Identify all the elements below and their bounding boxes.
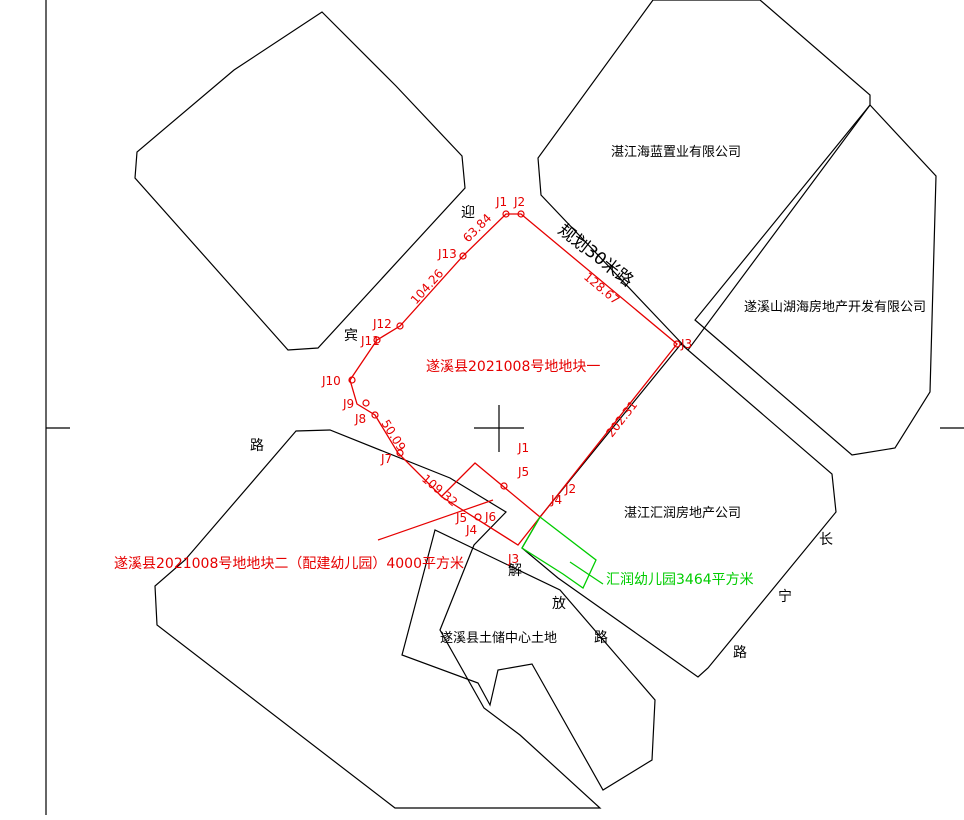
road-ying: 迎 bbox=[461, 205, 475, 221]
label-sub-j4b: J4 bbox=[465, 523, 477, 537]
block-haolan bbox=[537, 0, 871, 351]
vertex-j9 bbox=[362, 399, 370, 407]
company-shanhu-label: 遂溪山湖海房地产开发有限公司 bbox=[744, 299, 926, 315]
vertex-j1 bbox=[502, 210, 510, 218]
label-sub-j2: J2 bbox=[564, 482, 576, 496]
label-sub-j6: J6 bbox=[484, 510, 496, 524]
vertex-j7 bbox=[396, 449, 404, 457]
label-sub-j5b: J5 bbox=[455, 511, 467, 525]
block-land-reserve bbox=[401, 529, 656, 791]
label-sub-j4: J4 bbox=[550, 493, 562, 507]
vertex-j11 bbox=[373, 336, 381, 344]
sub-parcel-line bbox=[440, 462, 541, 518]
vertex-j3 bbox=[673, 340, 681, 348]
label-j7: J7 bbox=[380, 452, 392, 466]
label-j13: J13 bbox=[437, 247, 457, 261]
vertex-j13 bbox=[459, 252, 467, 260]
label-j12: J12 bbox=[372, 317, 392, 331]
kindergarten-green-boundary bbox=[521, 516, 597, 589]
label-j11: J11 bbox=[360, 334, 380, 348]
vertex-sub-j5 bbox=[500, 482, 508, 490]
green-leader-line bbox=[569, 561, 604, 585]
vertex-sub-j6 bbox=[474, 513, 482, 521]
road-jie: 解 bbox=[508, 563, 522, 579]
vertex-j10 bbox=[348, 376, 356, 384]
label-sub-j1: J1 bbox=[517, 441, 529, 455]
main-parcel-boundary bbox=[349, 213, 678, 546]
road-fang: 放 bbox=[552, 596, 566, 612]
block-kindergarten-parcel bbox=[154, 429, 602, 809]
vertex-j8 bbox=[371, 411, 379, 419]
kindergarten-leader-line bbox=[377, 499, 494, 541]
road-lu-left: 路 bbox=[250, 438, 264, 454]
road-ning: 宁 bbox=[778, 588, 792, 605]
dist-j8-j7: 50.09 bbox=[378, 417, 408, 454]
block-shanhu bbox=[694, 104, 937, 456]
label-j2: J2 bbox=[513, 195, 525, 209]
label-j9: J9 bbox=[342, 397, 354, 411]
block-top-left bbox=[134, 11, 466, 351]
dist-j11-j13: 104.26 bbox=[408, 266, 447, 307]
company-huirun-label: 湛江汇润房地产公司 bbox=[624, 505, 741, 521]
road-lu-mid: 路 bbox=[594, 630, 608, 646]
kindergarten-parcel-label: 遂溪县2021008号地地块二（配建幼儿园）4000平方米 bbox=[114, 556, 464, 572]
label-sub-j5: J5 bbox=[517, 465, 529, 479]
road-bin: 宾 bbox=[344, 328, 358, 344]
label-sub-j3: J3 bbox=[507, 552, 519, 566]
label-j8: J8 bbox=[354, 412, 366, 426]
dist-j3-j4: 202.31 bbox=[603, 398, 640, 440]
label-j10: J10 bbox=[321, 374, 341, 388]
land-reserve-label: 遂溪县土储中心土地 bbox=[440, 631, 557, 646]
road-lu-right: 路 bbox=[733, 645, 747, 661]
kindergarten-green-label: 汇润幼儿园3464平方米 bbox=[606, 572, 754, 588]
main-parcel-label: 遂溪县2021008号地地块一 bbox=[426, 359, 600, 375]
vertex-j12 bbox=[396, 322, 404, 330]
company-haolan-label: 湛江海蓝置业有限公司 bbox=[611, 145, 741, 160]
label-j1: J1 bbox=[495, 195, 507, 209]
vertex-j2 bbox=[517, 210, 525, 218]
dist-j7-j5: 109.32 bbox=[419, 472, 460, 510]
label-j3: J3 bbox=[680, 337, 692, 351]
road-chang: 长 bbox=[819, 532, 833, 548]
